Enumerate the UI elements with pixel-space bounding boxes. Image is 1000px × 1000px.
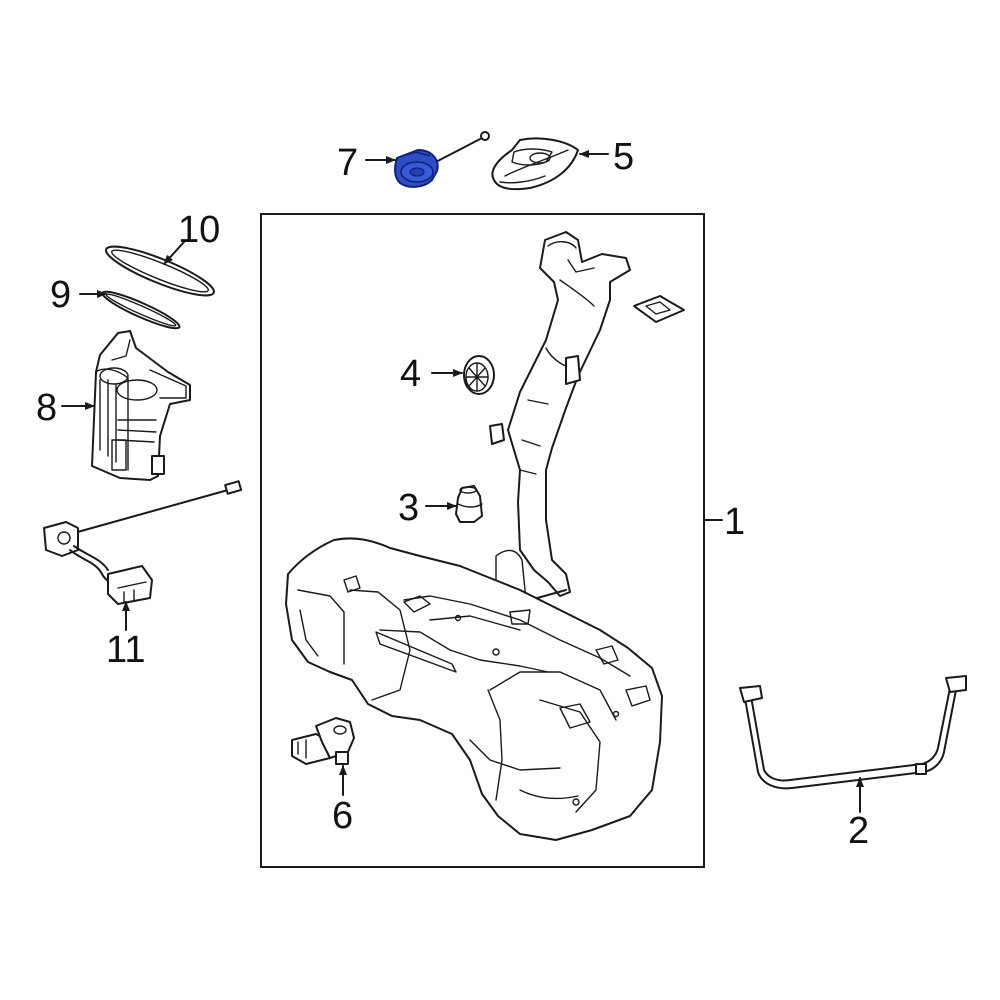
part-1-fuel-tank[interactable] xyxy=(285,231,685,841)
part-2-tank-strap[interactable] xyxy=(739,675,967,790)
part-7-fuel-cap[interactable] xyxy=(394,131,490,188)
part-11-level-sensor[interactable] xyxy=(43,480,243,605)
callout-10: 10 xyxy=(178,209,220,251)
callout-3: 3 xyxy=(398,487,419,529)
callout-7: 7 xyxy=(337,142,358,184)
part-6-sensor[interactable] xyxy=(291,717,355,765)
callout-6: 6 xyxy=(332,795,353,837)
callout-1: 1 xyxy=(724,501,745,543)
callout-4: 4 xyxy=(400,353,421,395)
callout-5: 5 xyxy=(613,136,634,178)
part-4-grommet[interactable] xyxy=(463,355,495,395)
part-5-housing[interactable] xyxy=(491,137,579,191)
callout-labels: 7 5 10 9 8 11 4 3 6 1 2 xyxy=(36,136,869,852)
part-9-o-ring[interactable] xyxy=(100,287,182,334)
callout-9: 9 xyxy=(50,274,71,316)
part-8-fuel-pump[interactable] xyxy=(91,330,191,481)
callout-11: 11 xyxy=(106,629,145,671)
callout-2: 2 xyxy=(848,810,869,852)
callout-8: 8 xyxy=(36,387,57,429)
part-3-bumper[interactable] xyxy=(455,485,483,523)
callout-leaders xyxy=(61,150,864,813)
tank-assembly-frame xyxy=(260,213,705,868)
